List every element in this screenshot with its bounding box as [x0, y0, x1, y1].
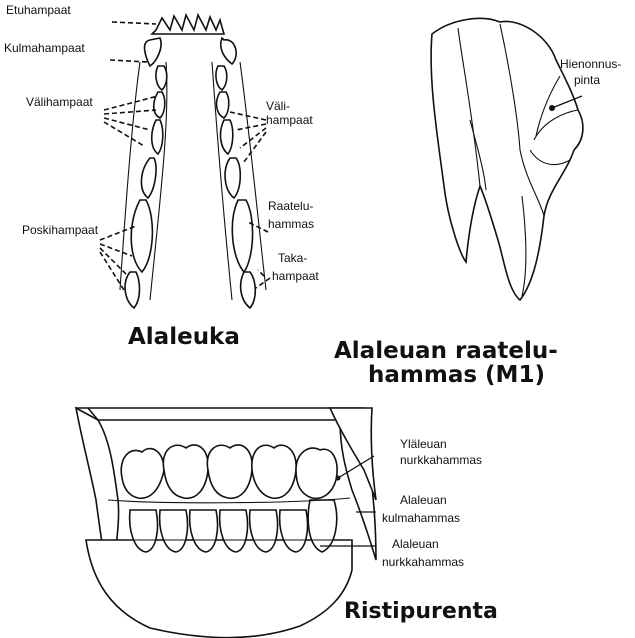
caption-carnassial-line1: Alaleuan raatelu-: [334, 338, 558, 364]
label-upper-corner-line2: nurkkahammas: [400, 453, 482, 467]
label-canines: Kulmahampaat: [4, 41, 85, 55]
label-carnassial-line1: Raatelu-: [268, 199, 313, 213]
label-back-teeth-line2: hampaat: [272, 269, 319, 283]
caption-lower-jaw: Alaleuka: [128, 324, 240, 350]
label-grinding-surface-line1: Hienonnus-: [560, 57, 621, 71]
caption-carnassial-line2: hammas (M1): [368, 362, 545, 388]
label-back-teeth-line1: Taka-: [278, 251, 307, 265]
label-molars: Poskihampaat: [22, 223, 99, 237]
label-premolars-right-line1: Väli-: [266, 99, 290, 113]
lower-jaw-drawing: [100, 15, 270, 308]
label-lower-corner-line2: nurkkahammas: [382, 555, 464, 569]
label-lower-corner-line1: Alaleuan: [392, 537, 439, 551]
caption-scissor-bite: Ristipurenta: [344, 599, 498, 624]
label-carnassial-line2: hammas: [268, 217, 314, 231]
label-premolars-left: Välihampaat: [26, 95, 93, 109]
label-grinding-surface-line2: pinta: [574, 73, 600, 87]
label-incisors: Etuhampaat: [6, 3, 71, 17]
label-upper-corner-line1: Yläleuan: [400, 437, 447, 451]
label-lower-canine-line2: kulmahammas: [382, 511, 460, 525]
label-premolars-right-line2: hampaat: [266, 113, 313, 127]
scissor-bite-drawing: [76, 408, 376, 638]
label-lower-canine-line1: Alaleuan: [400, 493, 447, 507]
